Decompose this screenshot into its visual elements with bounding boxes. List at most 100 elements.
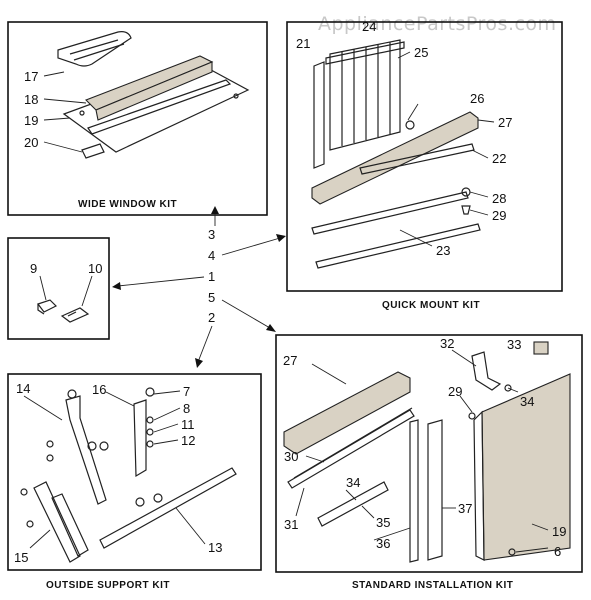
leader-line: [43, 71, 65, 77]
arrow-head: [276, 234, 286, 242]
seal-strip-part: [57, 31, 132, 67]
callout-22: 22: [492, 151, 506, 166]
leader-line: [81, 275, 93, 307]
arrow-head: [195, 358, 203, 368]
leader-line: [153, 407, 181, 421]
callout-24: 24: [362, 19, 376, 34]
leader-line: [175, 507, 206, 545]
callout-25: 25: [414, 45, 428, 60]
leader-line: [305, 455, 325, 463]
washer-part: [146, 440, 154, 448]
screw-part: [508, 548, 516, 556]
side-strip-part: [409, 419, 419, 563]
callout-30: 30: [284, 449, 298, 464]
standard-installation-kit-title: STANDARD INSTALLATION KIT: [352, 580, 513, 591]
foam-seal-part: [311, 111, 479, 205]
standard-installation-kit-panel: 27 32 33 29 34 30 34 31 35 36 37 19 6 ST…: [275, 334, 583, 591]
screw-part: [468, 412, 476, 420]
leader-line: [43, 117, 71, 121]
foam-block-side: [95, 61, 213, 121]
outside-support-kit-panel: 14 16 7 8 11 12 15 13 OUTSIDE SUPPORT KI…: [7, 373, 262, 591]
callout-37: 37: [458, 501, 472, 516]
wide-window-kit-frame: [7, 21, 268, 216]
callout-31: 31: [284, 517, 298, 532]
quick-mount-kit-panel: 24 21 25 26 27 22 28 29 23 QUICK MOUNT K…: [286, 19, 563, 311]
accordion-panel-part: [329, 39, 401, 151]
outside-support-kit-frame: [7, 373, 262, 571]
support-strip-lower: [315, 223, 481, 269]
washer-part: [46, 440, 54, 448]
arrow-to-quick-mount: [221, 237, 281, 256]
callout-23: 23: [436, 243, 450, 258]
arrow-head: [112, 282, 121, 290]
leader-line: [345, 489, 357, 501]
callout-36: 36: [376, 536, 390, 551]
leader-line: [469, 209, 489, 216]
leader-line: [397, 51, 411, 59]
leader-line: [153, 439, 179, 445]
callout-32: 32: [440, 336, 454, 351]
callout-35: 35: [376, 515, 390, 530]
callout-28: 28: [492, 191, 506, 206]
nut-part: [99, 441, 109, 451]
leader-line: [477, 119, 495, 123]
vertical-bracket-part: [133, 399, 147, 478]
arrow-head: [266, 324, 276, 332]
callout-15: 15: [14, 550, 28, 565]
leader-line: [399, 229, 433, 247]
callout-18: 18: [24, 92, 38, 107]
leader-line: [39, 275, 47, 301]
callout-27: 27: [283, 353, 297, 368]
bracket-part: [81, 143, 105, 159]
callout-26: 26: [470, 91, 484, 106]
kit-reference-callouts: 3 4 1 5 2: [112, 206, 286, 368]
nut-part: [153, 493, 163, 503]
leader-line: [515, 547, 549, 553]
screw-hole: [79, 110, 85, 116]
watermark-text: AppliancePartsPros.com: [318, 13, 557, 35]
top-rail-part: [325, 41, 405, 65]
angle-strip-part: [87, 79, 232, 135]
washer-part: [46, 454, 54, 462]
sash-channel-detail: [293, 407, 413, 479]
callout-21: 21: [296, 36, 310, 51]
arrow-to-hardware: [117, 276, 205, 287]
side-angle-part: [427, 419, 443, 561]
arrow-to-standard-kit: [221, 299, 271, 329]
callout-10: 10: [88, 261, 102, 276]
screw-hole: [233, 93, 239, 99]
bolt-head-part: [67, 389, 77, 399]
bolt-head-part: [145, 387, 155, 397]
quick-mount-kit-frame: [286, 21, 563, 292]
callout-12: 12: [181, 433, 195, 448]
callout-29: 29: [448, 384, 462, 399]
sill-angle-part: [359, 143, 475, 175]
support-bracket-part: [65, 395, 107, 505]
cap-part: [533, 341, 549, 355]
screw-part: [461, 205, 471, 215]
callout-16: 16: [92, 382, 106, 397]
clip-part: [60, 307, 90, 323]
foam-block-part: [283, 371, 411, 455]
callout-3: 3: [208, 227, 215, 242]
wide-window-kit-panel: 17 18 19 20 WIDE WINDOW KIT: [7, 21, 268, 216]
sash-lock-channel-part: [317, 481, 389, 527]
clip-slot: [67, 311, 77, 317]
nut-part: [87, 441, 97, 451]
callout-11: 11: [181, 417, 195, 432]
support-strip-part: [311, 191, 469, 235]
seal-strip-detail: [69, 39, 125, 61]
callout-6: 6: [554, 544, 561, 559]
leader-line: [531, 523, 549, 531]
callout-9: 9: [30, 261, 37, 276]
leader-line: [43, 141, 83, 153]
leader-line: [451, 349, 477, 367]
callout-19: 19: [24, 113, 38, 128]
callout-14: 14: [16, 381, 30, 396]
callout-8: 8: [183, 401, 190, 416]
accordion-pleats: [341, 42, 391, 146]
bolt-part: [20, 488, 28, 496]
leader-line: [311, 363, 347, 385]
hardware-panel: 9 10: [7, 237, 110, 340]
leader-line: [507, 387, 519, 393]
